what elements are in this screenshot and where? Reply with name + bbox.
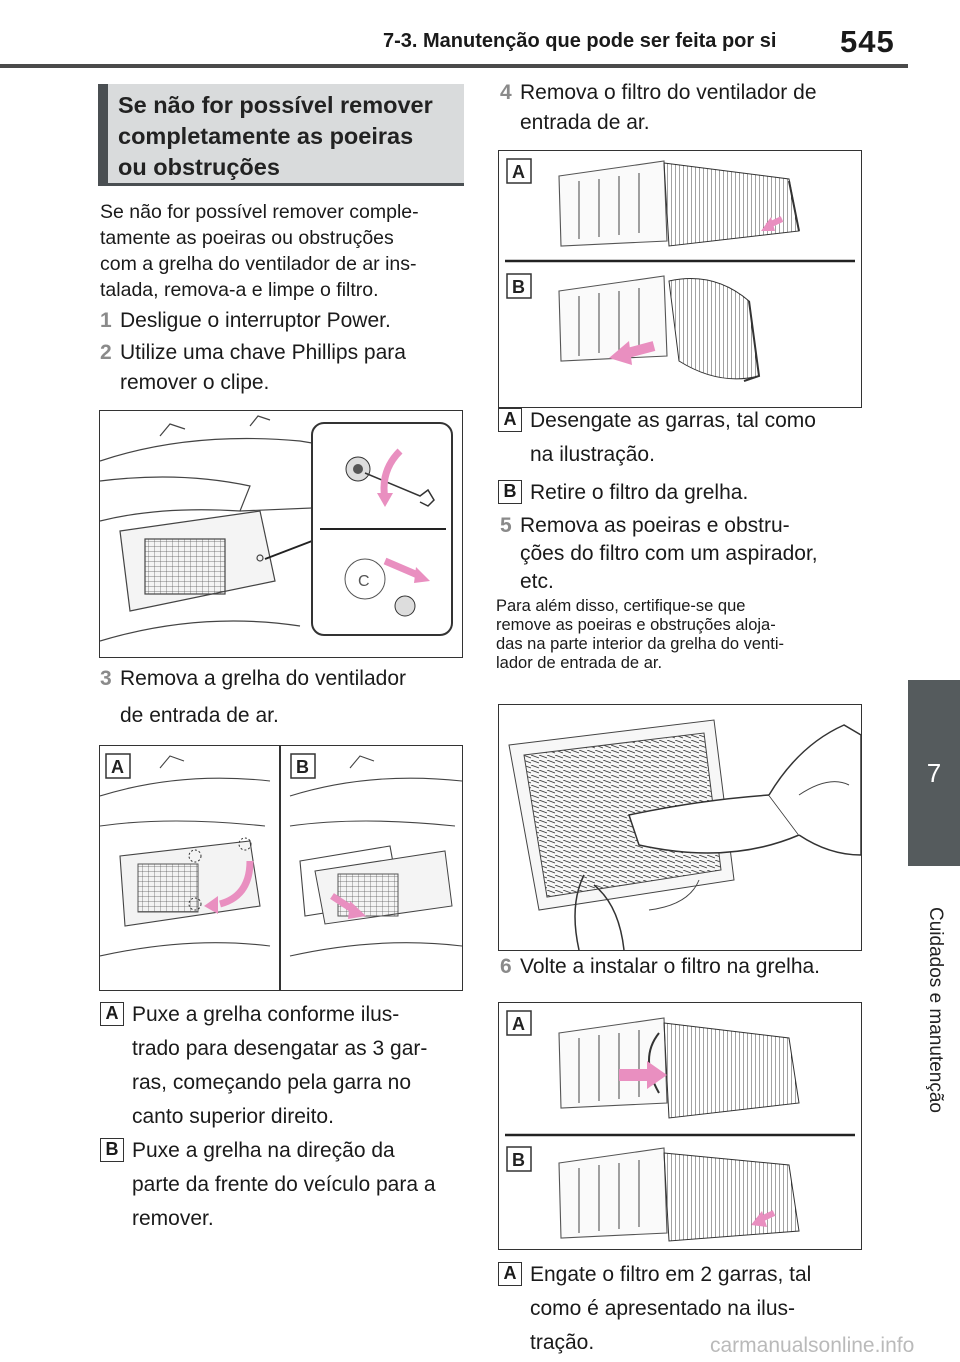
chapter-number: 7 bbox=[926, 757, 942, 788]
section-title-line: ou obstruções bbox=[118, 154, 280, 180]
figure-label-b: B bbox=[512, 277, 525, 297]
figure-label-b: B bbox=[296, 757, 309, 777]
chapter-label: Cuidados e manutenção bbox=[925, 907, 946, 1113]
page-number: 545 bbox=[840, 24, 895, 59]
figure-label-a: A bbox=[512, 1014, 525, 1034]
section-heading: Se não for possível remover completament… bbox=[98, 84, 464, 186]
section-title-line: Se não for possível remover bbox=[118, 92, 433, 118]
header-title: 7-3. Manutenção que pode ser feita por s… bbox=[383, 30, 777, 52]
grille-removal-illustration: A B bbox=[99, 745, 463, 991]
filter-reinstall-illustration: A B bbox=[498, 1002, 862, 1250]
intro-paragraph: Se não for possível remover comple- tame… bbox=[100, 201, 419, 301]
step3-note-a: A Puxe a grelha conforme ilus- trado par… bbox=[100, 998, 470, 1134]
step3-note-b: B Puxe a grelha na direção da parte da f… bbox=[100, 1134, 470, 1236]
section-title-line: completamente as poeiras bbox=[118, 123, 414, 149]
chapter-tab: 7 bbox=[908, 680, 960, 866]
svg-text:C: C bbox=[358, 573, 370, 590]
figure-label-a: A bbox=[512, 162, 525, 182]
step4-note-a: A Desengate as garras, tal como na ilust… bbox=[498, 404, 878, 472]
clip-removal-illustration: C bbox=[99, 410, 463, 658]
header-rule bbox=[0, 64, 908, 68]
figure-label-b: B bbox=[512, 1150, 525, 1170]
watermark: carmanualsonline.info bbox=[710, 1334, 915, 1357]
step6-note-a: A Engate o filtro em 2 garras, tal como … bbox=[498, 1258, 878, 1360]
step4-note-b: B Retire o filtro da grelha. bbox=[498, 476, 878, 510]
filter-removal-illustration: A B bbox=[498, 150, 862, 408]
vacuum-cleaning-illustration bbox=[498, 704, 862, 951]
figure-label-a: A bbox=[111, 757, 124, 777]
step5-note: Para além disso, certifique-se que remov… bbox=[496, 597, 785, 672]
